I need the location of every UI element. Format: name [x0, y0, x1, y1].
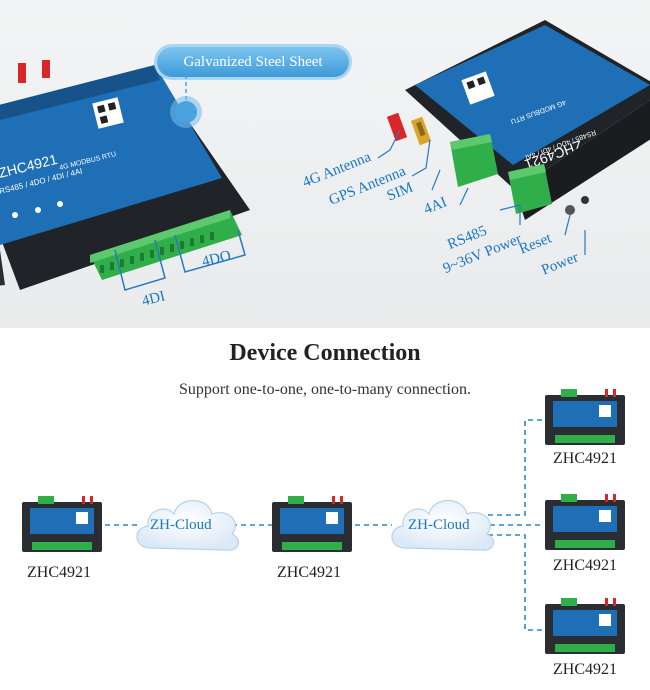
galvanized-steel-callout: Galvanized Steel Sheet	[157, 47, 349, 77]
device-label: ZHC4921	[553, 557, 617, 574]
antenna-connectors	[386, 112, 432, 146]
rtu-device-icon	[545, 494, 625, 550]
cloud-label: ZH-Cloud	[408, 517, 470, 533]
device-label: ZHC4921	[553, 450, 617, 467]
rtu-device-icon	[272, 496, 352, 552]
cloud-icon	[391, 500, 495, 551]
section-subtitle: Support one-to-one, one-to-many connecti…	[179, 381, 471, 398]
rtu-device-icon	[22, 496, 102, 552]
io-brackets	[114, 230, 246, 291]
rtu-device-icon	[545, 598, 625, 654]
section-title: Device Connection	[229, 340, 421, 366]
device-label: ZHC4921	[553, 661, 617, 678]
terminal-blocks	[450, 134, 552, 214]
rtu-device-icon	[545, 389, 625, 445]
device-label: ZHC4921	[27, 564, 91, 581]
product-photo-section: ZHC4921 RS485 / 4DO / 4DI / 4AI 4G MODBU…	[0, 0, 650, 328]
device-left-image: ZHC4921 RS485 / 4DO / 4DI / 4AI 4G MODBU…	[0, 60, 250, 290]
callout-leader-line	[185, 75, 187, 105]
cloud-label: ZH-Cloud	[150, 517, 212, 533]
callout-leaders-right	[377, 129, 586, 255]
device-label: ZHC4921	[277, 564, 341, 581]
callout-marker-dot	[175, 101, 197, 123]
cloud-icon	[136, 500, 240, 551]
